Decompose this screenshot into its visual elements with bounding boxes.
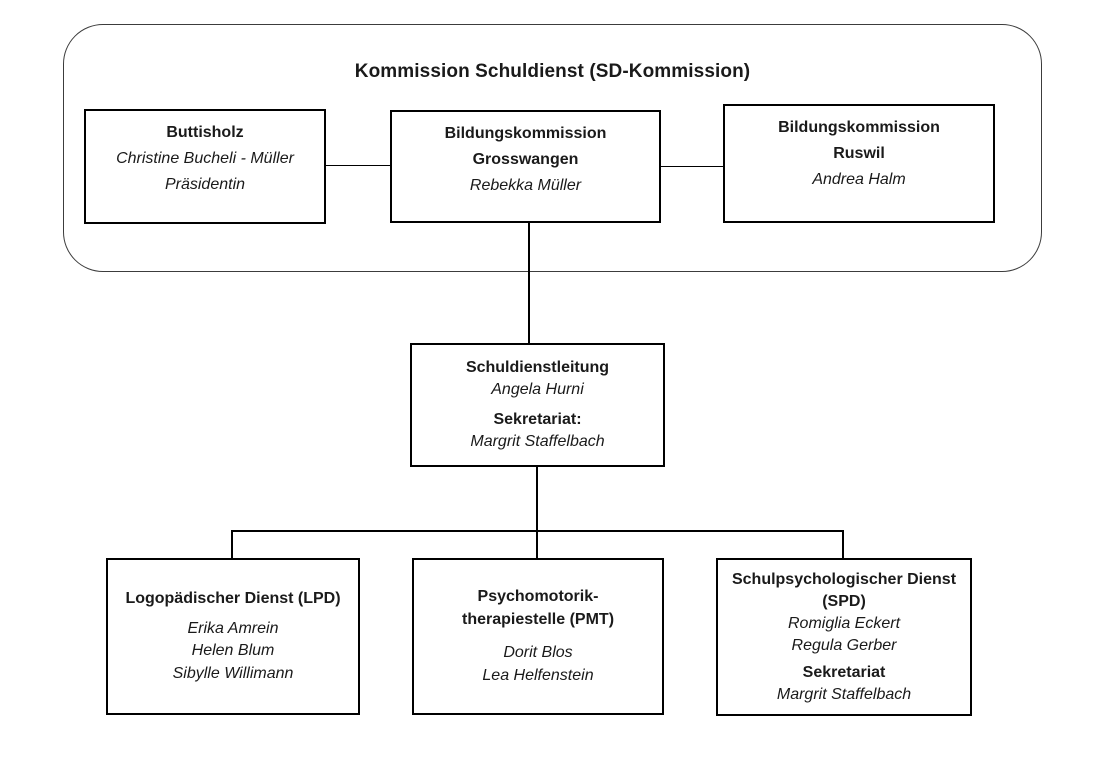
box-subheading: Sekretariat: bbox=[493, 410, 582, 428]
box-person: Sibylle Willimann bbox=[172, 664, 294, 682]
box-person: Regula Gerber bbox=[791, 636, 897, 654]
org-box-schulpsychologischer-dienst: Schulpsychologischer Dienst (SPD) Romigl… bbox=[716, 558, 972, 716]
box-person: Christine Bucheli - Müller bbox=[116, 150, 294, 167]
box-person: Lea Helfenstein bbox=[482, 666, 594, 684]
connector-grosswangen-schuldienstleitung bbox=[528, 223, 530, 343]
box-heading: Schulpsychologischer Dienst bbox=[731, 570, 957, 588]
box-subperson: Margrit Staffelbach bbox=[776, 685, 912, 703]
connector-schuldienstleitung-services bbox=[536, 467, 538, 558]
connector-services-horizontal bbox=[231, 530, 844, 532]
org-box-psychomotorik-therapiestelle: Psychomotorik- therapiestelle (PMT) Dori… bbox=[412, 558, 664, 715]
box-person: Romiglia Eckert bbox=[787, 614, 901, 632]
box-heading-line2: Grosswangen bbox=[472, 151, 579, 168]
connector-grosswangen-ruswil bbox=[661, 166, 723, 168]
org-box-schuldienstleitung: Schuldienstleitung Angela Hurni Sekretar… bbox=[410, 343, 665, 467]
box-person: Erika Amrein bbox=[187, 619, 279, 637]
box-person: Helen Blum bbox=[191, 642, 275, 659]
connector-drop-spd bbox=[842, 530, 844, 558]
box-person: Angela Hurni bbox=[491, 381, 584, 398]
commission-group-frame bbox=[63, 24, 1042, 272]
org-box-logopaedischer-dienst: Logopädischer Dienst (LPD) Erika Amrein … bbox=[106, 558, 360, 715]
box-heading: Bildungskommission bbox=[444, 125, 607, 142]
box-heading: Schuldienstleitung bbox=[465, 358, 610, 376]
box-heading: Psychomotorik- bbox=[477, 588, 599, 605]
box-heading: Bildungskommission bbox=[778, 119, 940, 136]
box-subheading: Sekretariat bbox=[802, 663, 886, 681]
box-subperson: Margrit Staffelbach bbox=[470, 433, 605, 450]
box-heading: Logopädischer Dienst (LPD) bbox=[125, 590, 341, 607]
box-heading: Buttisholz bbox=[166, 124, 244, 141]
connector-buttisholz-grosswangen bbox=[326, 165, 390, 167]
box-heading-line2: therapiestelle (PMT) bbox=[461, 610, 615, 628]
org-box-bildungskommission-grosswangen: Bildungskommission Grosswangen Rebekka M… bbox=[390, 110, 661, 223]
org-box-bildungskommission-ruswil: Bildungskommission Ruswil Andrea Halm bbox=[723, 104, 995, 223]
box-person: Dorit Blos bbox=[503, 644, 573, 661]
box-person: Andrea Halm bbox=[812, 171, 906, 188]
box-heading-line2: Ruswil bbox=[833, 145, 885, 162]
connector-drop-lpd bbox=[231, 530, 233, 558]
box-person: Rebekka Müller bbox=[469, 177, 582, 194]
commission-group-title: Kommission Schuldienst (SD-Kommission) bbox=[354, 61, 751, 82]
box-heading-line2: (SPD) bbox=[822, 592, 866, 610]
org-box-buttisholz: Buttisholz Christine Bucheli - Müller Pr… bbox=[84, 109, 326, 224]
box-role: Präsidentin bbox=[164, 176, 246, 193]
